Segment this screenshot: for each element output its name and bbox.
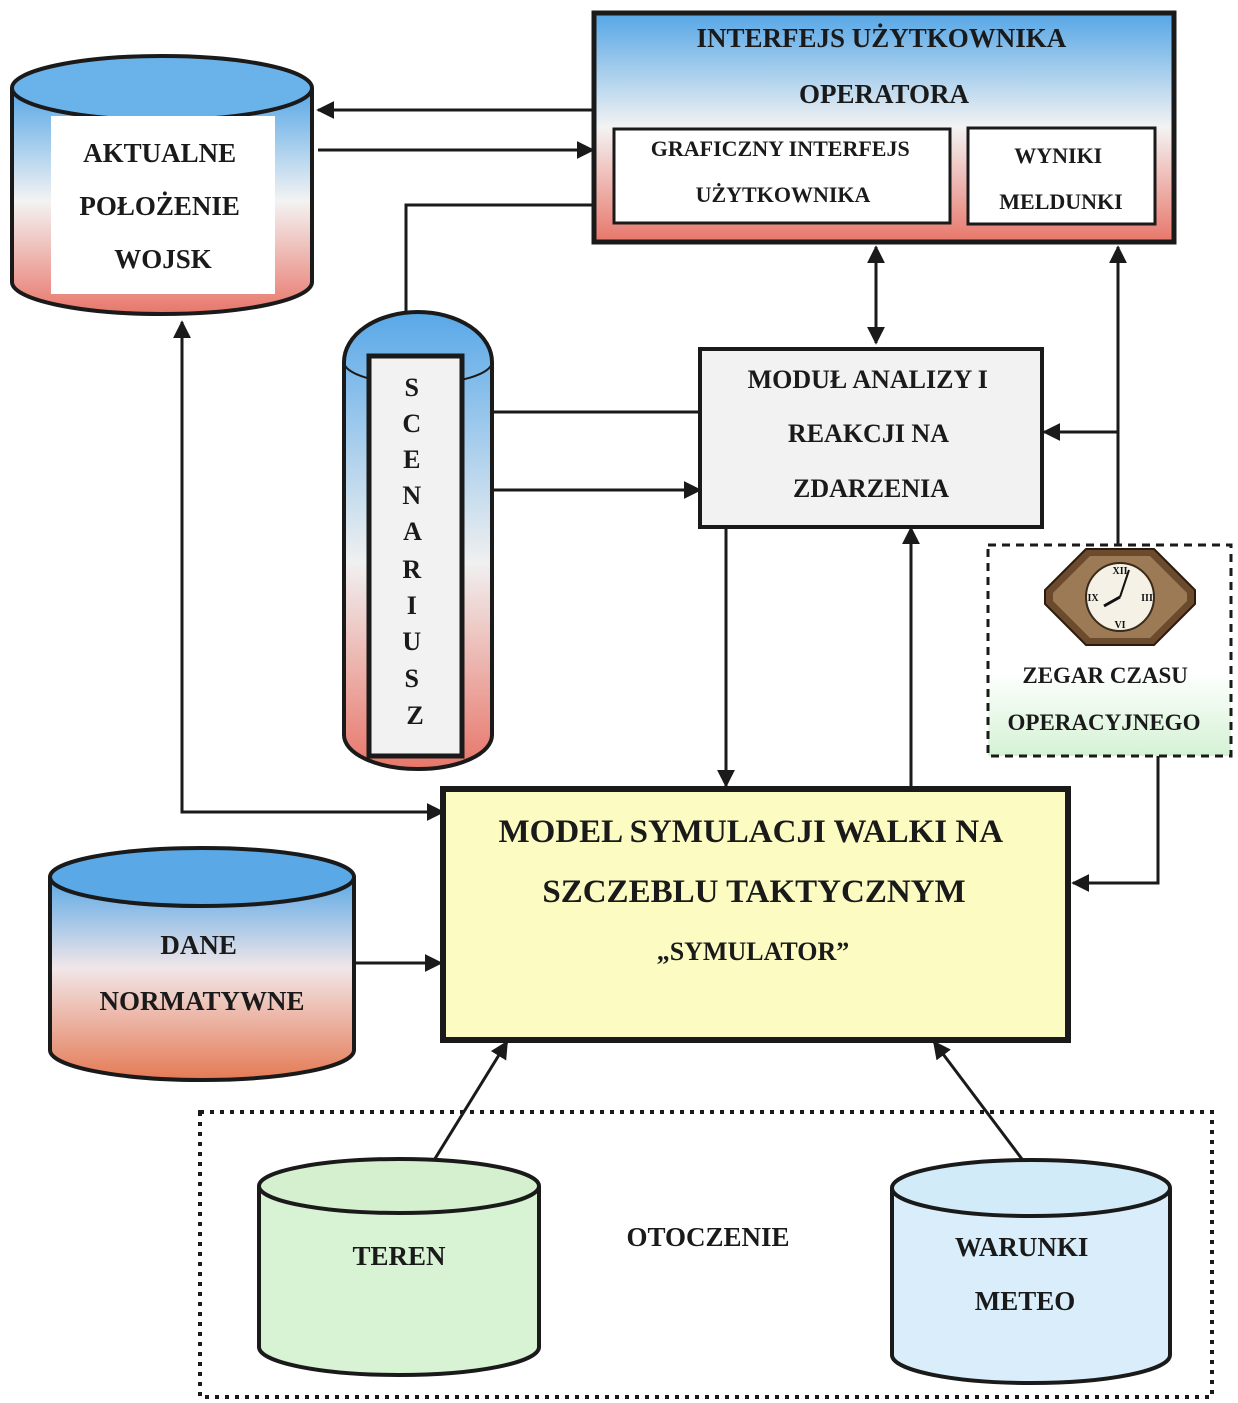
- scenariusz-letter-8: U: [402, 627, 421, 656]
- interfejs-title: INTERFEJS UŻYTKOWNIKA OPERATORA: [696, 23, 1071, 109]
- node-dane: DANE NORMATYWNE: [48, 846, 356, 1082]
- edge-interfejs-to-scenariusz: [397, 203, 593, 340]
- scenariusz-letter-4: N: [402, 481, 421, 510]
- aktualne-label-panel: [51, 116, 275, 294]
- edge-teren-to-model: [426, 1040, 509, 1171]
- otoczenie-frame: [198, 1110, 1214, 1399]
- graficzny-label: GRAFICZNY INTERFEJS UŻYTKOWNIKA: [651, 136, 915, 207]
- clock-numeral-12: XII: [1112, 566, 1127, 577]
- node-scenariusz: S C E N A R I U S Z: [342, 310, 494, 771]
- modul-box: [698, 347, 1044, 529]
- node-modul: MODUŁ ANALIZY I REAKCJI NA ZDARZENIA: [698, 347, 1044, 529]
- clock-minute-hand: [1119, 569, 1130, 598]
- node-interfejs: INTERFEJS UŻYTKOWNIKA OPERATORA GRAFICZN…: [591, 10, 1177, 245]
- scenariusz-letter-10: Z: [406, 701, 423, 730]
- model-subtitle: „SYMULATOR”: [657, 937, 850, 966]
- wyniki-label: WYNIKI MELDUNKI: [999, 143, 1122, 214]
- modul-label: MODUŁ ANALIZY I REAKCJI NA ZDARZENIA: [748, 365, 995, 503]
- warunki-cylinder-top: [890, 1158, 1172, 1218]
- modul-line-3: ZDARZENIA: [793, 474, 949, 503]
- warunki-cylinder-body: [890, 1188, 1172, 1385]
- graficzny-box: [612, 127, 952, 225]
- scenariusz-letter-2: C: [402, 409, 421, 438]
- model-box: [440, 786, 1071, 1043]
- aktualne-line-1: AKTUALNE: [83, 138, 236, 168]
- teren-cylinder-body: [257, 1186, 541, 1377]
- warunki-line-2: METEO: [975, 1286, 1076, 1316]
- dane-line-1: DANE: [160, 930, 237, 960]
- clock-numerals: XII III VI IX: [1087, 566, 1153, 631]
- dane-line-2: NORMATYWNE: [100, 986, 305, 1016]
- scenariusz-letter-7: I: [407, 591, 417, 620]
- clock-icon: XII III VI IX: [1044, 548, 1196, 646]
- clock-numeral-6: VI: [1114, 620, 1125, 631]
- model-line-2: SZCZEBLU TAKTYCZNYM: [542, 874, 965, 910]
- node-aktualne: AKTUALNE POŁOŻENIE WOJSK: [10, 54, 314, 316]
- wyniki-box: [966, 126, 1157, 226]
- clock-numeral-9: IX: [1087, 593, 1099, 604]
- dane-cylinder-body: [48, 877, 356, 1082]
- otoczenie-group: OTOCZENIE: [198, 1110, 1214, 1399]
- teren-cylinder-top: [257, 1157, 541, 1215]
- edge-zegar-to-model: [1071, 756, 1160, 892]
- graficzny-line-2: UŻYTKOWNIKA: [696, 182, 871, 207]
- edge-model-aktualne: [173, 320, 445, 821]
- zegar-line-2: OPERACYJNEGO: [1008, 710, 1201, 735]
- node-zegar: XII III VI IX ZEGAR CZASU OPERACYJNEGO: [986, 543, 1233, 758]
- scenariusz-letter-9: S: [405, 664, 419, 693]
- scenariusz-letter-3: E: [403, 445, 420, 474]
- scenariusz-panel: [366, 353, 465, 759]
- wyniki-line-2: MELDUNKI: [999, 189, 1122, 214]
- node-teren: TEREN: [257, 1157, 541, 1377]
- edges: [173, 101, 1160, 1188]
- interfejs-line-2: OPERATORA: [799, 79, 970, 109]
- clock-hour-hand: [1103, 595, 1121, 608]
- dane-cylinder-top: [48, 846, 356, 908]
- scenariusz-letter-1: S: [405, 373, 419, 402]
- zegar-label: ZEGAR CZASU OPERACYJNEGO: [1008, 663, 1201, 735]
- zegar-line-1: ZEGAR CZASU: [1022, 663, 1188, 688]
- interfejs-line-1: INTERFEJS UŻYTKOWNIKA: [696, 23, 1066, 53]
- warunki-label: WARUNKI METEO: [955, 1232, 1095, 1316]
- aktualne-label: AKTUALNE POŁOŻENIE WOJSK: [79, 138, 246, 274]
- clock-numeral-3: III: [1141, 593, 1153, 604]
- aktualne-line-3: WOJSK: [114, 244, 212, 274]
- model-line-1: MODEL SYMULACJI WALKI NA: [499, 814, 1004, 850]
- model-title: MODEL SYMULACJI WALKI NA SZCZEBLU TAKTYC…: [499, 814, 1010, 910]
- warunki-line-1: WARUNKI: [955, 1232, 1089, 1262]
- scenariusz-letter-6: R: [402, 555, 421, 584]
- dane-label: DANE NORMATYWNE: [100, 930, 305, 1016]
- node-model: MODEL SYMULACJI WALKI NA SZCZEBLU TAKTYC…: [440, 786, 1071, 1043]
- aktualne-cylinder-top: [10, 54, 314, 122]
- graficzny-line-1: GRAFICZNY INTERFEJS: [651, 136, 910, 161]
- wyniki-line-1: WYNIKI: [1014, 143, 1102, 168]
- otoczenie-label: OTOCZENIE: [626, 1222, 789, 1252]
- node-warunki: WARUNKI METEO: [890, 1158, 1172, 1385]
- aktualne-line-2: POŁOŻENIE: [79, 191, 240, 221]
- scenariusz-letter-5: A: [403, 517, 422, 546]
- teren-label: TEREN: [352, 1241, 446, 1271]
- modul-line-2: REAKCJI NA: [788, 419, 949, 448]
- scenariusz-label: S C E N A R I U S Z: [402, 373, 427, 730]
- modul-line-1: MODUŁ ANALIZY I: [748, 365, 988, 394]
